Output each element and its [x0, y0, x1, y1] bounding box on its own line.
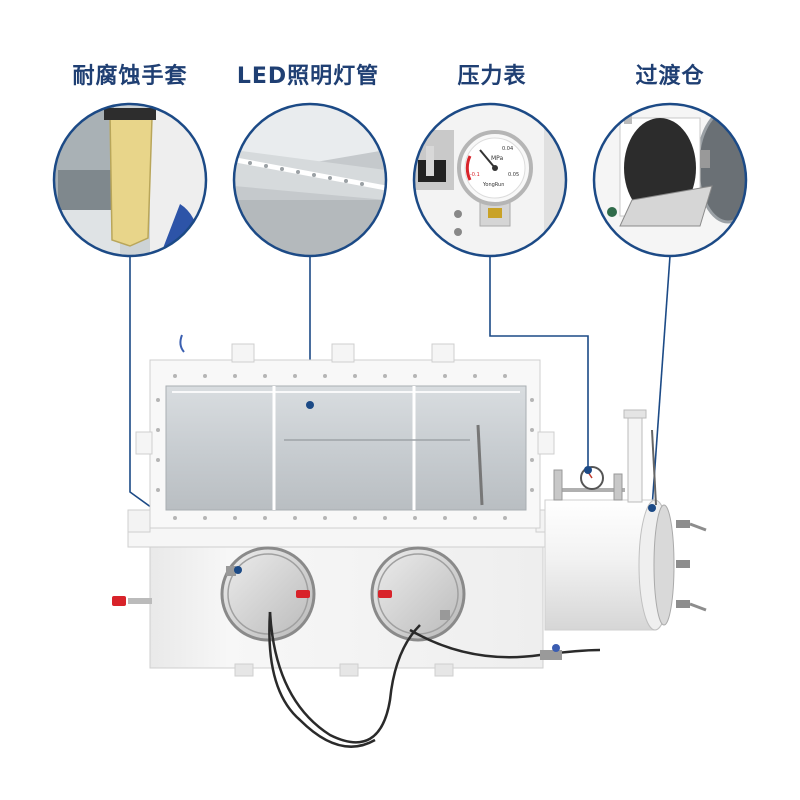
gauge-callout-marker	[584, 466, 592, 474]
chamber-door-flange	[653, 504, 675, 626]
hose-fitting	[540, 650, 562, 660]
led-callout-marker	[306, 401, 314, 409]
cabinet-foot	[234, 663, 254, 677]
door-clamp	[676, 560, 690, 568]
glove-port-left	[220, 546, 316, 642]
side-valve-pipe	[128, 598, 152, 604]
frame-tab	[431, 343, 455, 363]
glass-window	[165, 385, 527, 511]
gloves-callout-marker	[234, 566, 242, 574]
gauge-tick-max: 0.05	[508, 172, 519, 178]
chamber-tray	[619, 185, 713, 227]
port-clamp	[440, 610, 450, 620]
cabinet-ledge	[127, 526, 559, 548]
top-wire	[179, 334, 185, 353]
chamber-vent-pipe	[627, 411, 643, 503]
label-gauge: 压力表	[457, 64, 527, 89]
leader-gauge	[489, 256, 589, 470]
port-clamp	[226, 566, 236, 576]
glove-shape	[109, 111, 153, 247]
port-clamp-red	[296, 590, 310, 598]
detail-circle-chamber	[592, 102, 748, 258]
clamp-handle	[689, 522, 707, 532]
frame-tab	[537, 431, 555, 455]
label-led: LED照明灯管	[236, 64, 380, 89]
label-chamber: 过渡仓	[635, 64, 705, 89]
glovebox-cabinet	[112, 334, 559, 677]
pressure-gauge-small	[553, 466, 625, 501]
cabinet-foot	[339, 663, 359, 677]
chamber-callout-marker	[648, 504, 656, 512]
chamber-vent-cap	[623, 409, 647, 419]
gauge-tick-mid: 0.04	[502, 146, 513, 152]
detail-circle-gauge: MPa YongRun -0.1 0.05 0.04	[412, 102, 568, 258]
clamp-handle	[689, 602, 707, 612]
door-clamp	[676, 600, 690, 608]
transfer-chamber	[544, 409, 707, 631]
label-gloves: 耐腐蚀手套	[72, 64, 188, 89]
gauge-tick-min: -0.1	[470, 172, 480, 178]
detail-circle-gloves	[52, 102, 208, 258]
leader-chamber	[651, 255, 671, 509]
chamber-strut	[651, 429, 657, 506]
frame-tab	[135, 431, 153, 455]
detail-circle-led	[232, 102, 388, 258]
hose-fitting-knob	[552, 644, 560, 652]
frame-tab	[231, 343, 255, 363]
chamber-body	[544, 499, 656, 631]
cabinet-lower-body	[149, 539, 544, 669]
gauge-brand-text: YongRun	[482, 182, 504, 188]
frame-bolts	[156, 374, 534, 520]
frame-tab	[331, 343, 355, 363]
side-valve-handle	[112, 596, 126, 606]
gauge-unit-text: MPa	[491, 155, 504, 162]
ledge-bracket	[127, 509, 151, 533]
interior-lever	[476, 424, 484, 506]
door-clamp	[676, 520, 690, 528]
cabinet-foot	[434, 663, 454, 677]
hoses	[268, 611, 601, 748]
port-clamp-red	[378, 590, 392, 598]
